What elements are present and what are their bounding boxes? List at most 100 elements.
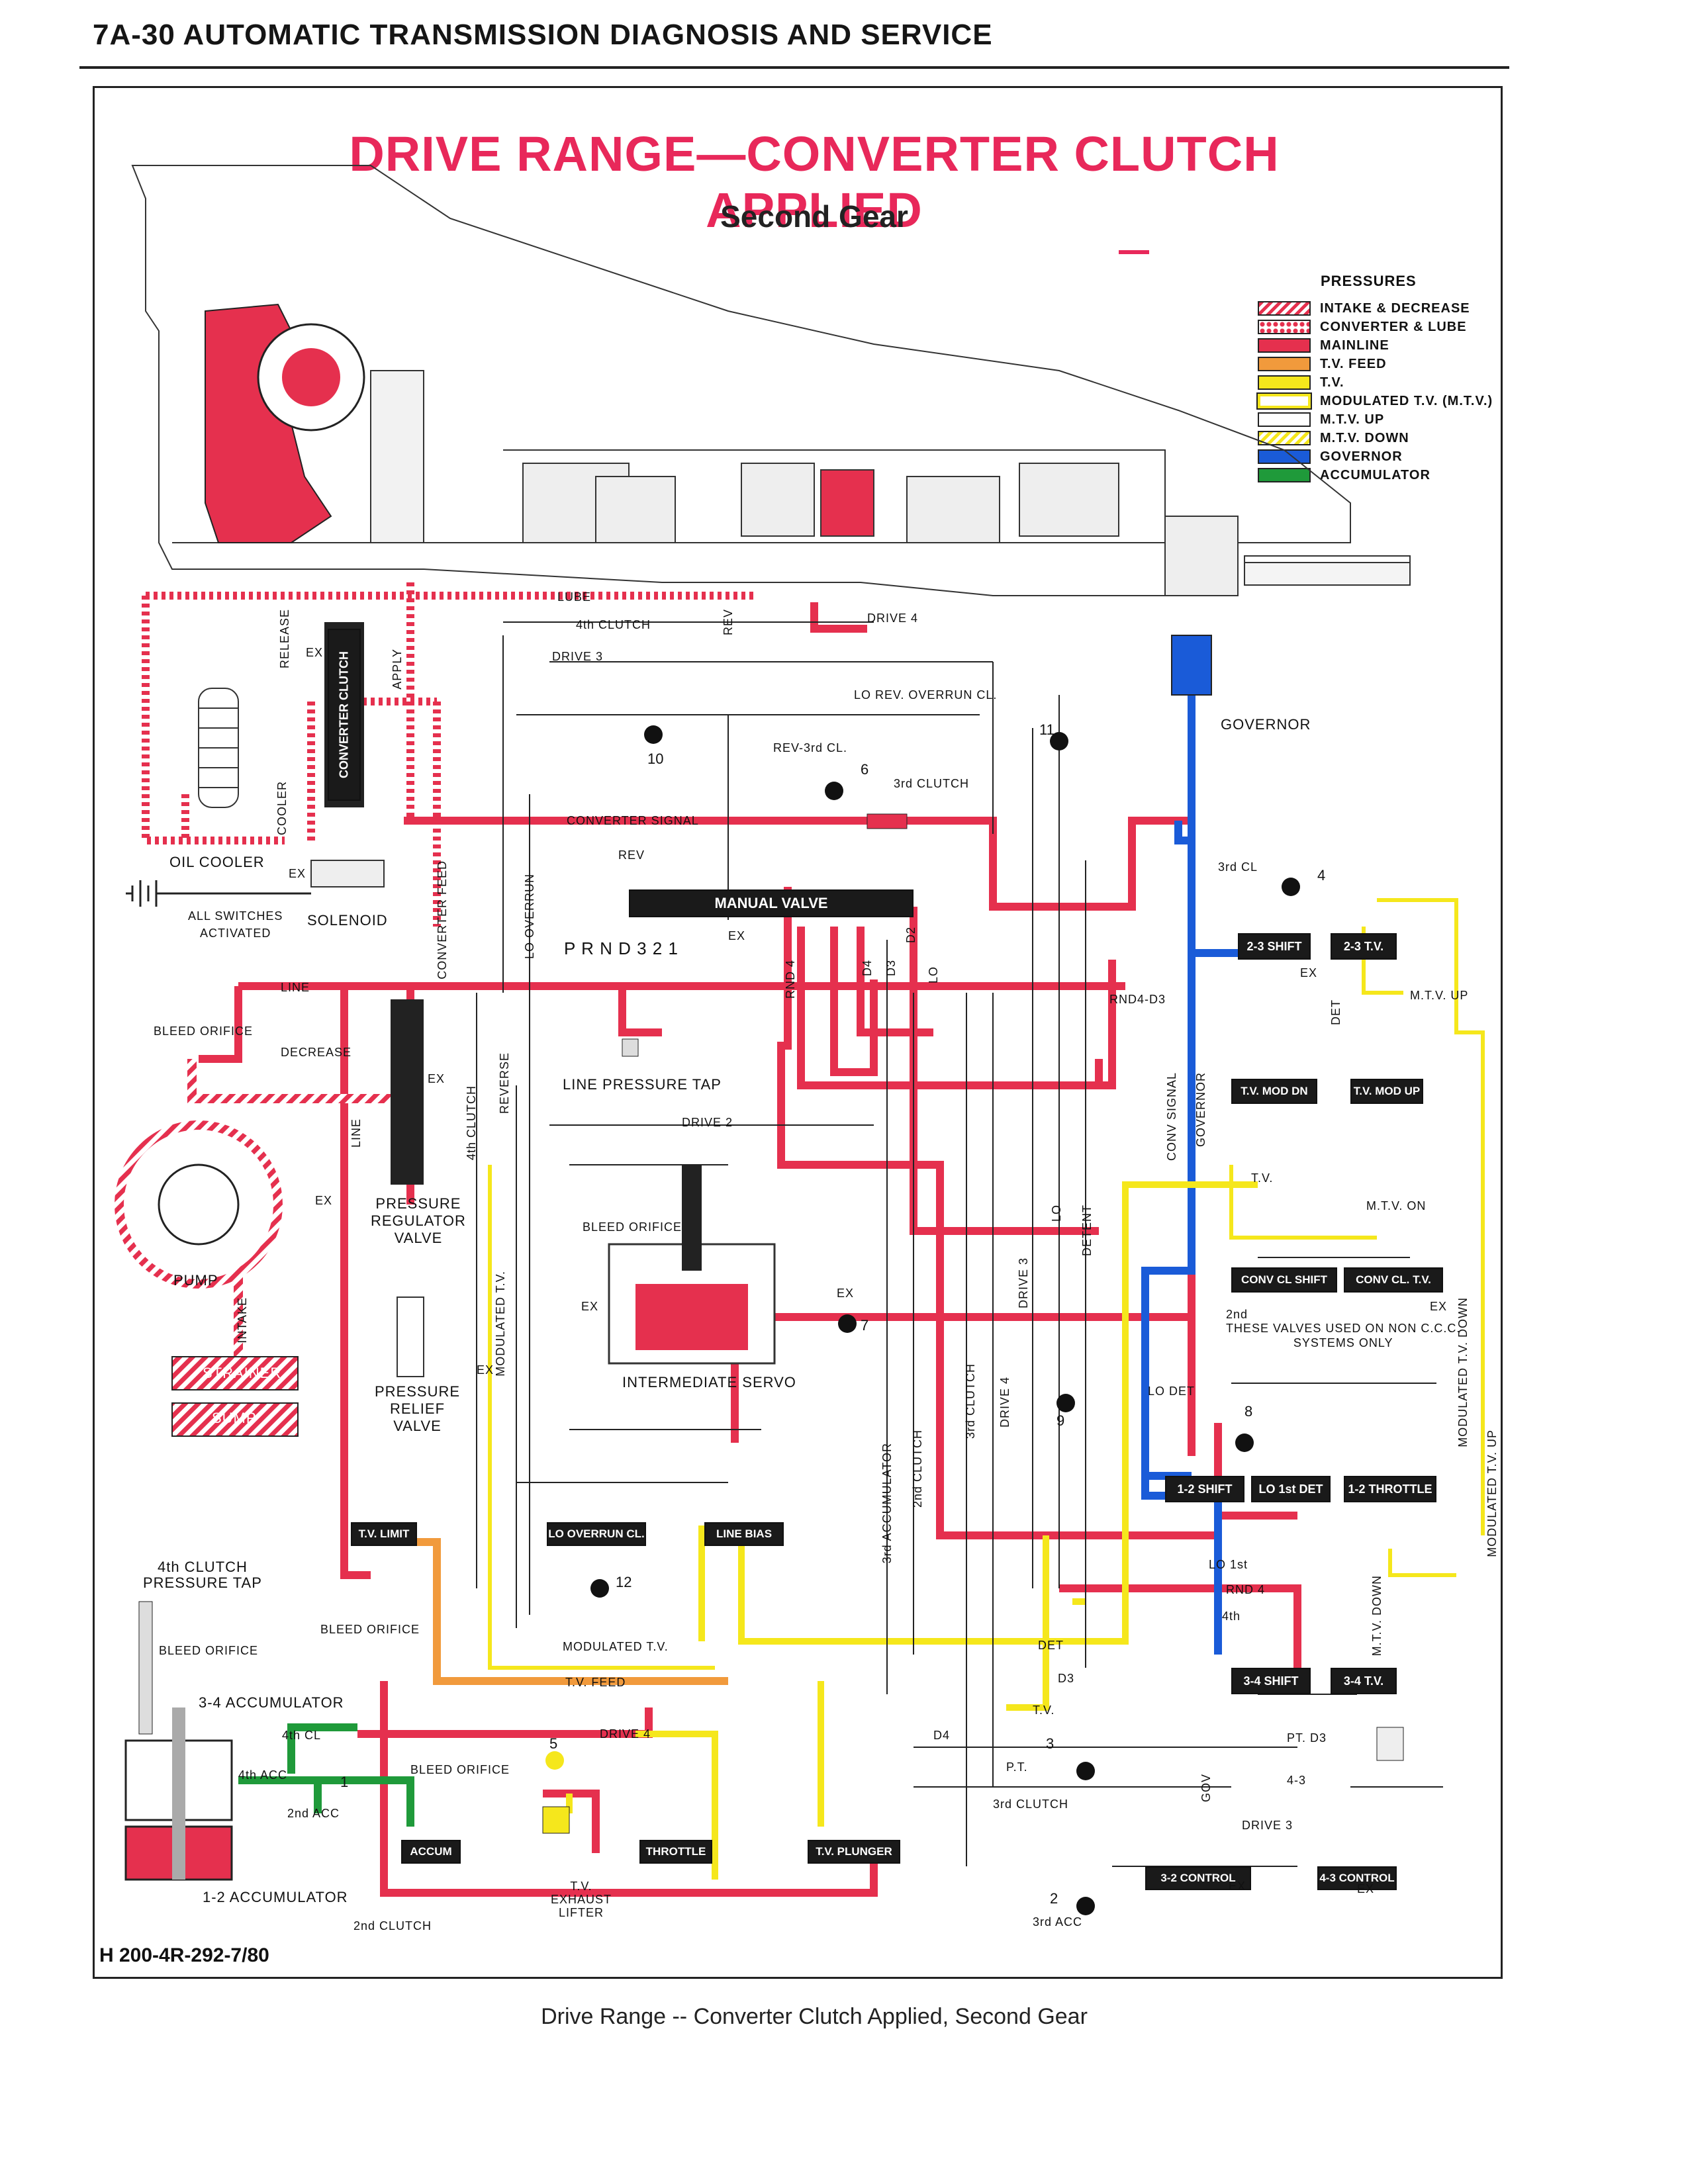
legend-label: M.T.V. DOWN [1320, 430, 1409, 445]
tv-mod-dn-valve: T.V. MOD DN [1231, 1079, 1317, 1104]
oil-cooler-label: OIL COOLER [169, 854, 265, 870]
passage-reverse: REVERSE [498, 1052, 511, 1115]
control-32-valve: 3-2 CONTROL [1145, 1866, 1251, 1890]
check-ball-2: 2 [1050, 1890, 1058, 1907]
governor-body [1171, 635, 1212, 696]
diagram-frame [93, 86, 1503, 1979]
passage-converter-signal: CONVERTER SIGNAL [567, 814, 699, 827]
passage-rev2: REV [618, 848, 645, 862]
strainer-box [171, 1356, 299, 1390]
check-ball-4: 4 [1317, 867, 1326, 884]
legend-label: MODULATED T.V. (M.T.V.) [1320, 393, 1493, 408]
output-shaft [1244, 562, 1411, 586]
exhaust-label: EX [581, 1300, 599, 1313]
passage-d4: D4 [933, 1729, 951, 1742]
passage-drive3b: DRIVE 3 [1242, 1819, 1293, 1832]
passage-drive2: DRIVE 2 [682, 1116, 733, 1129]
legend-label: T.V. FEED [1320, 356, 1387, 371]
activated-label: ACTIVATED [200, 927, 271, 940]
legend-swatch [1258, 357, 1311, 371]
passage-clutch3b: 3rd CLUTCH [993, 1797, 1069, 1811]
passage-rnd4: RND 4 [1226, 1583, 1266, 1596]
clutch-packs [522, 463, 1239, 596]
legend-item: INTAKE & DECREASE [1258, 300, 1470, 316]
passage-acc3rd-v: 3rd ACCUMULATOR [880, 1443, 894, 1564]
line-pressure-tap [622, 1038, 639, 1057]
passage-lube: LUBE [557, 590, 592, 604]
strainer-label: STRAINER [203, 1365, 282, 1381]
check-balls [545, 725, 1300, 1915]
lo-1st-det-valve: LO 1st DET [1251, 1476, 1331, 1502]
line-pressure-tap-label: LINE PRESSURE TAP [563, 1076, 722, 1093]
torque-converter [205, 303, 424, 543]
legend-swatch [1258, 468, 1311, 482]
passage-clutch3-v: 3rd CLUTCH [964, 1363, 977, 1439]
check-ball-10: 10 [647, 751, 664, 767]
intake-circuit [115, 1059, 397, 1363]
passage-mtv-up: M.T.V. UP [1410, 989, 1469, 1002]
check-ball-1: 1 [340, 1774, 349, 1790]
passage-forty3: 4-3 [1287, 1774, 1307, 1787]
solenoid-label: SOLENOID [307, 912, 388, 929]
bleed-orifice-label: BLEED ORIFICE [154, 1024, 254, 1038]
passage-gov: GOV [1199, 1774, 1213, 1803]
exhaust-label: EX [1430, 1300, 1448, 1313]
passage-modulated-tv-down: MODULATED T.V. DOWN [1456, 1297, 1470, 1447]
legend-item: MODULATED T.V. (M.T.V.) [1256, 392, 1493, 410]
check-ball-7: 7 [861, 1317, 869, 1334]
check-ball-8: 8 [1244, 1403, 1253, 1420]
passage-pt: P.T. [1006, 1760, 1028, 1774]
accumulator-circuit [238, 1723, 414, 1827]
lo-overrun-cl-valve: LO OVERRUN CL. [547, 1522, 646, 1546]
passage-lines [476, 621, 1443, 1867]
tv-plunger-valve: T.V. PLUNGER [808, 1840, 900, 1864]
shift-34-valve: 3-4 SHIFT [1231, 1668, 1311, 1694]
passage-clutch4-v: 4th CLUTCH [465, 1085, 478, 1161]
exhaust-label: EX [306, 646, 324, 659]
legend-label: MAINLINE [1320, 338, 1389, 353]
pump-label: PUMP [173, 1272, 218, 1289]
passage-modulated-tv-v: MODULATED T.V. [494, 1271, 507, 1377]
passage-drive3: DRIVE 3 [552, 650, 604, 663]
pump-rotor [158, 1163, 240, 1246]
check-ball-3: 3 [1046, 1735, 1055, 1752]
servo-body [608, 1165, 776, 1365]
control-43-valve: 4-3 CONTROL [1317, 1866, 1397, 1890]
check-ball-11: 11 [1039, 721, 1055, 738]
exhaust-label: EX [315, 1194, 333, 1207]
non-ccc-note: THESE VALVES USED ON NON C.C.C. SYSTEMS … [1226, 1322, 1461, 1349]
diagram-title: DRIVE RANGE—CONVERTER CLUTCH APPLIED [349, 126, 1280, 238]
passage-bleed-orifice-2: BLEED ORIFICE [320, 1623, 420, 1636]
pressure-relief-spring [397, 1297, 424, 1377]
passage-rnd4-d3: RND4-D3 [1109, 993, 1166, 1006]
converter-clutch-valve-label: CONVERTER CLUTCH [328, 629, 361, 801]
exhaust-label: EX [728, 929, 746, 942]
exhaust-label: EX [837, 1287, 855, 1300]
manual-valve: MANUAL VALVE [629, 889, 914, 917]
legend-label: ACCUMULATOR [1320, 467, 1430, 482]
legend-item: T.V. [1258, 375, 1344, 390]
passage-drive4b: DRIVE 4 [600, 1727, 651, 1741]
accum-valve: ACCUM [401, 1840, 461, 1864]
diagram-subtitle: Second Gear [720, 199, 908, 234]
tv-mod-up-valve: T.V. MOD UP [1350, 1079, 1423, 1104]
exhaust-label: EX [428, 1072, 445, 1085]
exhaust-label: EX [1229, 1880, 1246, 1893]
passage-clutch2-v: 2nd CLUTCH [911, 1430, 924, 1508]
passage-apply: APPLY [391, 649, 404, 690]
legend-swatch [1258, 301, 1311, 316]
passage-rnd4-v: RND 4 [784, 960, 797, 999]
legend-label: INTAKE & DECREASE [1320, 300, 1470, 316]
battery-icon [126, 880, 311, 907]
passage-clutch4: 4th CLUTCH [576, 618, 651, 631]
passage-converter-feed: CONVERTER FEED [436, 860, 449, 979]
passage-clutch2: 2nd CLUTCH [353, 1919, 432, 1933]
passage-modulated-tv-up: MODULATED T.V. UP [1485, 1430, 1499, 1557]
passage-release: RELEASE [278, 609, 291, 669]
legend-item: ACCUMULATOR [1258, 467, 1430, 483]
passage-modulated-tv: MODULATED T.V. [563, 1640, 669, 1653]
passage-drive3-v: DRIVE 3 [1017, 1257, 1030, 1309]
passage-rev: REV [722, 609, 735, 636]
legend-item: MAINLINE [1258, 338, 1389, 353]
